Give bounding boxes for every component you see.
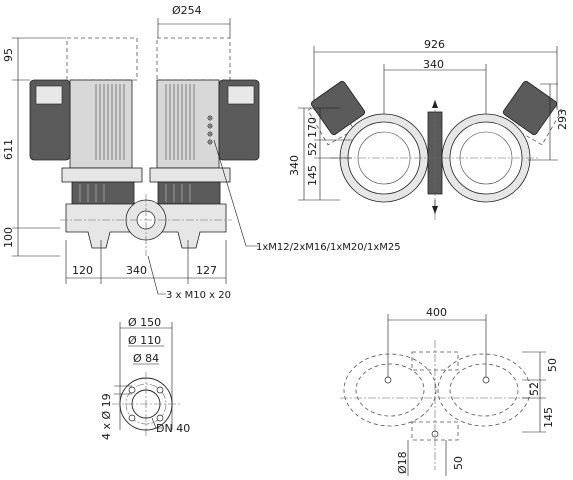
dim-base-52: 52 [528,382,541,396]
dim-center-distance: 340 [126,264,147,277]
base-outline-right [437,353,531,427]
pump-head-right [157,181,221,205]
pump-flange-left [61,167,143,183]
dim-flange-bolt-circle: Ø 110 [128,334,161,347]
flange-view: Ø 150 Ø 110 Ø 84 4 x Ø 19 DN 40 [100,316,190,440]
dim-overall-width: 926 [424,38,445,51]
dim-170: 170 [306,117,319,138]
top-view: 926 340 340 170 52 14 [288,38,569,222]
dim-total-height: 611 [2,139,15,160]
dim-flange-nominal: DN 40 [156,422,190,435]
dim-base-50-top: 50 [546,358,559,372]
dim-base-50-bottom: 50 [452,456,465,470]
cable-gland-label: 1xM12/2xM16/1xM20/1xM25 [256,242,401,253]
dim-base-height: 100 [2,227,15,248]
dim-52-top: 52 [306,142,319,156]
dim-base-400: 400 [426,306,447,319]
dim-base-145: 145 [542,407,555,428]
top-module-right [502,80,558,136]
pump-flange-right [149,167,231,183]
fan-hood-right [156,37,231,81]
fan-hood-left [66,37,138,81]
base-outline-left [343,353,437,427]
dim-145-top: 145 [306,165,319,186]
front-view: Ø254 [2,4,401,301]
dim-top-diameter: Ø254 [172,4,202,17]
dim-motor-top: 95 [2,48,15,62]
dim-flange-outer: Ø 150 [128,316,161,329]
dim-293: 293 [556,109,569,130]
motor-left [69,79,133,169]
dim-left-offset: 120 [72,264,93,277]
dim-right-offset: 127 [196,264,217,277]
dim-flange-holes: 4 x Ø 19 [100,393,113,440]
dim-motor-spacing: 340 [423,58,444,71]
dim-340-vertical: 340 [288,155,301,176]
base-view: 400 50 52 145 Ø18 50 [340,306,559,476]
bolt-label: 3 x M10 x 20 [166,290,231,301]
dim-base-diam18: Ø18 [396,451,409,474]
dim-flange-inner: Ø 84 [133,352,159,365]
pump-head-left [71,181,135,205]
